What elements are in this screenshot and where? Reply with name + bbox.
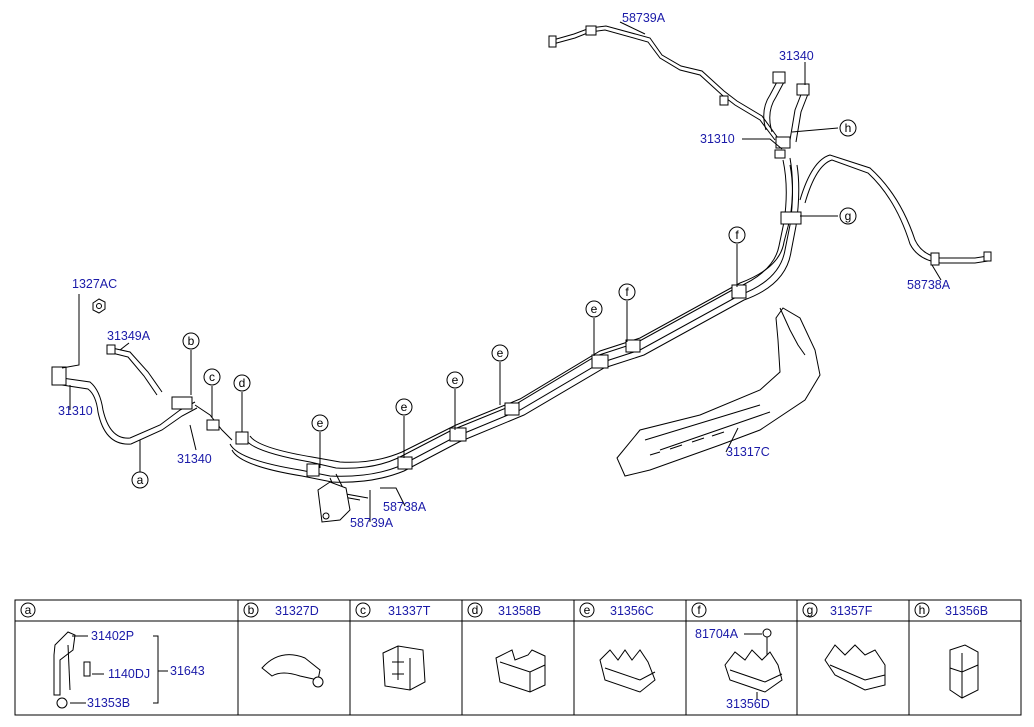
cell-e-drawing bbox=[599, 649, 656, 693]
svg-text:b: b bbox=[188, 334, 195, 348]
svg-text:e: e bbox=[452, 373, 459, 387]
svg-text:g: g bbox=[807, 603, 814, 617]
part-labels: 58739A 31340 31310 58738A 1327AC 31349A … bbox=[58, 11, 951, 530]
label-31310-left: 31310 bbox=[58, 404, 93, 418]
table-key-d: d bbox=[467, 602, 483, 618]
callout-b: b bbox=[182, 332, 200, 350]
clips bbox=[206, 136, 802, 477]
table-key-a: a bbox=[20, 602, 36, 618]
label-31317C: 31317C bbox=[726, 445, 770, 459]
svg-text:f: f bbox=[625, 285, 629, 299]
callout-e1: e bbox=[311, 414, 329, 432]
label-58738A-bottom: 58738A bbox=[383, 500, 427, 514]
svg-text:d: d bbox=[472, 603, 479, 617]
label-58739A-top: 58739A bbox=[622, 11, 666, 25]
table-key-b: b bbox=[243, 602, 259, 618]
cell-g-drawing bbox=[824, 644, 886, 691]
cell-a-drawing bbox=[53, 631, 168, 709]
callout-a: a bbox=[131, 471, 149, 489]
line-58738A-right bbox=[799, 154, 992, 266]
table-key-g: g bbox=[802, 602, 818, 618]
legend-table: a b c d e f g h 31327D 31337T 31358B 313… bbox=[14, 599, 1022, 716]
callout-g: g bbox=[839, 207, 857, 225]
cover-31317C bbox=[616, 307, 821, 477]
callout-f1: f bbox=[618, 283, 636, 301]
bracket-bottom bbox=[317, 481, 351, 523]
cell-c-drawing bbox=[382, 645, 426, 691]
table-f-31356D: 31356D bbox=[726, 697, 770, 711]
table-key-e: e bbox=[579, 602, 595, 618]
callout-e5: e bbox=[585, 300, 603, 318]
svg-text:f: f bbox=[697, 603, 701, 617]
svg-text:e: e bbox=[317, 416, 324, 430]
table-part-d: 31358B bbox=[498, 604, 541, 618]
callout-d: d bbox=[233, 374, 251, 392]
callout-h: h bbox=[839, 119, 857, 137]
table-key-f: f bbox=[691, 602, 707, 618]
callout-f2: f bbox=[728, 226, 746, 244]
callout-e4: e bbox=[491, 344, 509, 362]
label-58738A-right: 58738A bbox=[907, 278, 951, 292]
table-part-e: 31356C bbox=[610, 604, 654, 618]
bolt-1327AC bbox=[92, 298, 106, 314]
svg-text:f: f bbox=[735, 228, 739, 242]
table-f-81704A: 81704A bbox=[695, 627, 739, 641]
table-a-31643: 31643 bbox=[170, 664, 205, 678]
cell-h-drawing bbox=[949, 644, 979, 699]
cell-b-drawing bbox=[261, 654, 324, 688]
svg-text:a: a bbox=[25, 603, 32, 617]
label-1327AC: 1327AC bbox=[72, 277, 117, 291]
table-part-h: 31356B bbox=[945, 604, 988, 618]
line-58739A-top bbox=[548, 25, 779, 141]
callout-e3: e bbox=[446, 371, 464, 389]
svg-text:h: h bbox=[919, 603, 926, 617]
table-part-b: 31327D bbox=[275, 604, 319, 618]
callout-e2: e bbox=[395, 398, 413, 416]
svg-text:h: h bbox=[845, 121, 852, 135]
table-key-c: c bbox=[355, 602, 371, 618]
table-part-g: 31357F bbox=[830, 604, 873, 618]
leader-lines bbox=[61, 21, 942, 522]
hose-31349A bbox=[106, 344, 163, 396]
cell-d-drawing bbox=[495, 649, 546, 693]
svg-text:d: d bbox=[239, 376, 246, 390]
svg-text:e: e bbox=[584, 603, 591, 617]
table-a-1140DJ: 1140DJ bbox=[108, 667, 150, 681]
svg-text:c: c bbox=[209, 370, 215, 384]
svg-text:c: c bbox=[360, 603, 366, 617]
table-a-31402P: 31402P bbox=[91, 629, 134, 643]
table-a-31353B: 31353B bbox=[87, 696, 130, 710]
main-pipe-bundle bbox=[229, 157, 800, 501]
svg-text:e: e bbox=[401, 400, 408, 414]
label-31340-left: 31340 bbox=[177, 452, 212, 466]
svg-text:g: g bbox=[845, 209, 852, 223]
callout-circles: a b c d e e e e e f f g h bbox=[131, 119, 857, 489]
table-part-c: 31337T bbox=[388, 604, 431, 618]
svg-text:e: e bbox=[591, 302, 598, 316]
label-31349A: 31349A bbox=[107, 329, 151, 343]
svg-text:a: a bbox=[137, 473, 144, 487]
callout-c: c bbox=[203, 368, 221, 386]
label-31340-top: 31340 bbox=[779, 49, 814, 63]
label-31310-top: 31310 bbox=[700, 132, 735, 146]
table-key-h: h bbox=[914, 602, 930, 618]
svg-text:b: b bbox=[248, 603, 255, 617]
label-58739A-bottom: 58739A bbox=[350, 516, 394, 530]
svg-text:e: e bbox=[497, 346, 504, 360]
cell-f-drawing bbox=[724, 628, 783, 700]
